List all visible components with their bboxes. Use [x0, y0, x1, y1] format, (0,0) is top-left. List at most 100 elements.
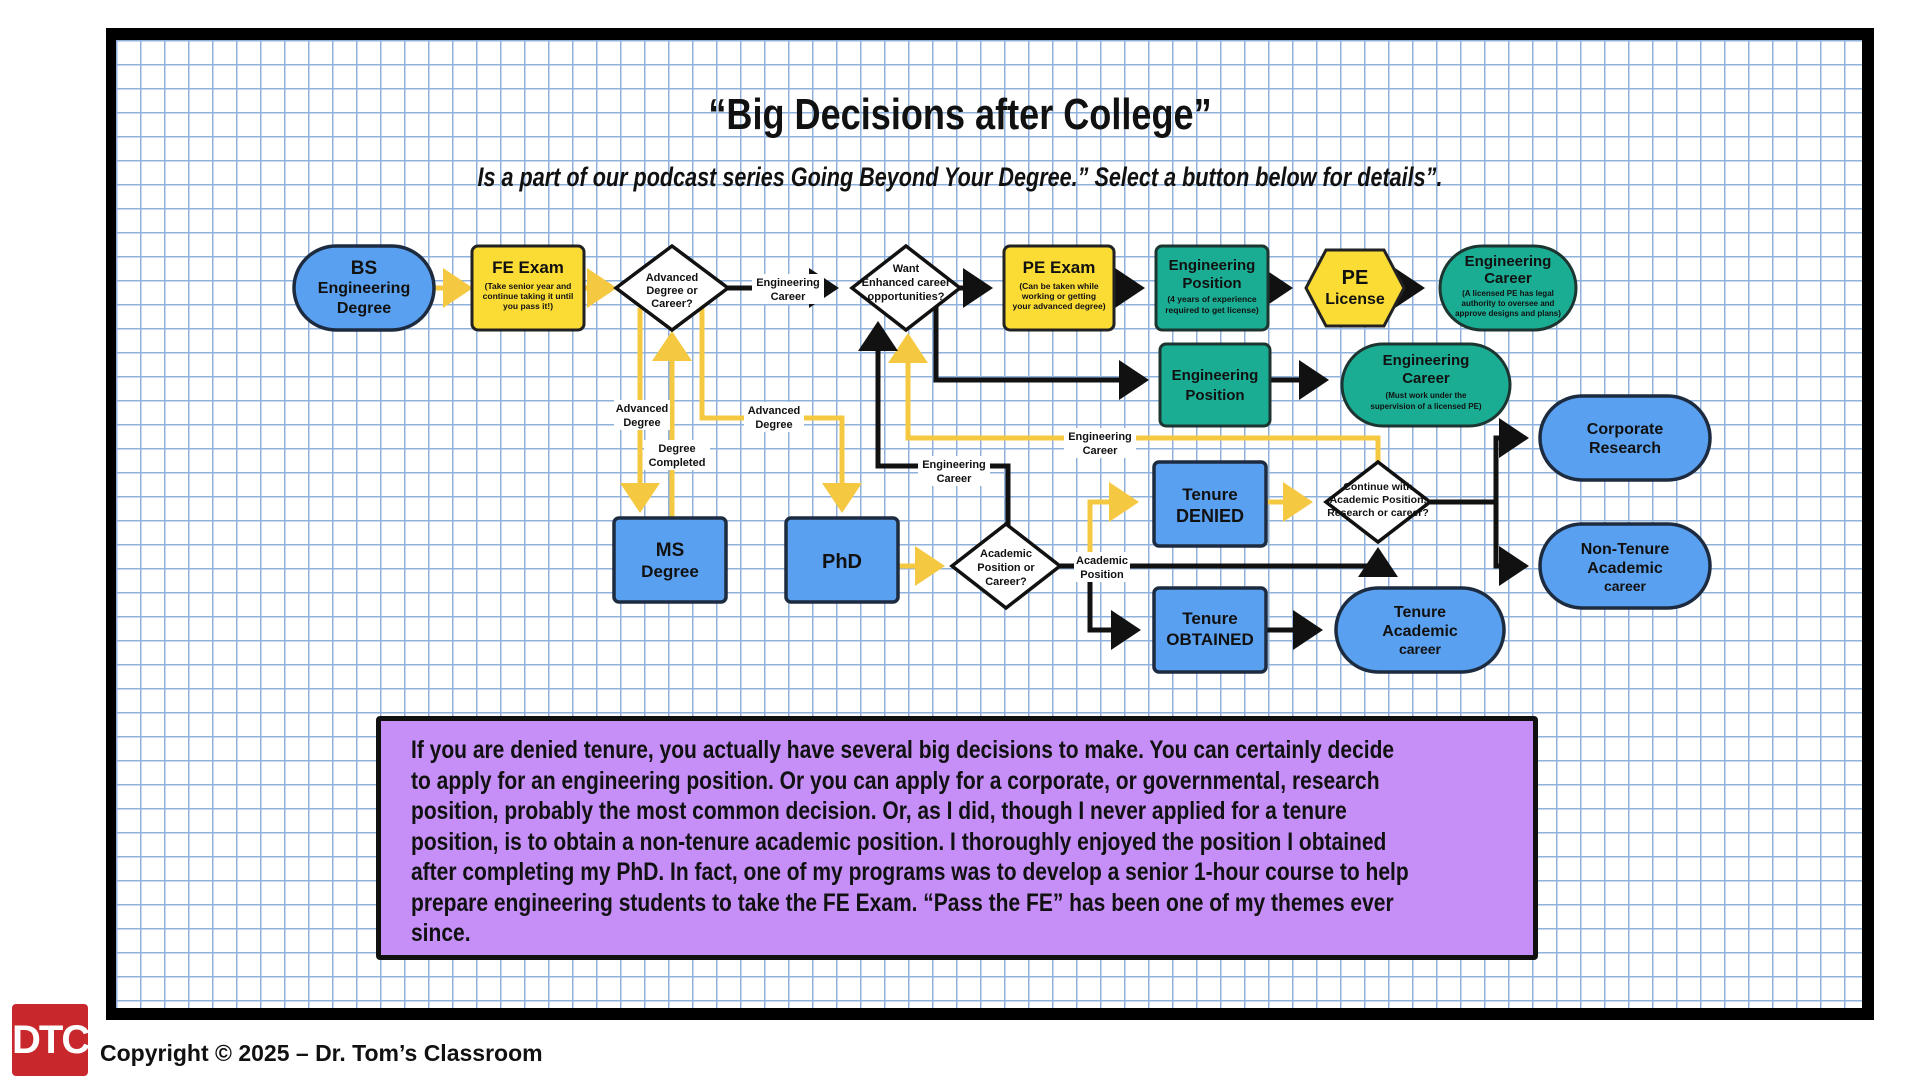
bs-degree-button[interactable]: BS Engineering Degree	[292, 244, 436, 332]
svg-text:Engineering: Engineering	[1465, 253, 1552, 270]
non-tenure-academic-button[interactable]: Non-Tenure Academic career	[1538, 522, 1712, 610]
svg-text:Research: Research	[1589, 440, 1661, 457]
logo-text: DTC	[12, 1018, 90, 1062]
svg-text:Engineering: Engineering	[1169, 257, 1256, 274]
engineering-position-top-button[interactable]: Engineering Position (4 years of experie…	[1154, 244, 1270, 332]
svg-text:Position: Position	[1185, 387, 1244, 404]
svg-text:Engineering: Engineering	[318, 280, 410, 297]
arrow-continue-to-enhanced	[888, 333, 1381, 462]
svg-text:Career: Career	[1402, 370, 1450, 387]
arrow-academic-to-continue	[1060, 547, 1398, 577]
ms-degree-button[interactable]: MS Degree	[612, 516, 728, 604]
svg-text:Career?: Career?	[651, 298, 693, 310]
svg-text:Continue with: Continue with	[1343, 481, 1412, 493]
page-subtitle: Is a part of our podcast series Going Be…	[477, 162, 1443, 192]
advanced-degree-decision[interactable]: Advanced Degree or Career?	[613, 243, 731, 333]
svg-text:Tenure: Tenure	[1182, 485, 1237, 504]
svg-text:required to get license): required to get license)	[1165, 305, 1259, 315]
svg-text:Academic Position,: Academic Position,	[1330, 494, 1427, 506]
svg-text:(A licensed PE has legal: (A licensed PE has legal	[1462, 289, 1554, 298]
svg-text:Position or: Position or	[977, 562, 1035, 574]
arrow-continue-to-nontenure	[1493, 502, 1529, 586]
svg-text:Want: Want	[893, 263, 920, 275]
svg-text:Research or career?: Research or career?	[1327, 507, 1429, 519]
svg-text:Degree or: Degree or	[646, 285, 698, 297]
svg-text:Non-Tenure: Non-Tenure	[1581, 541, 1670, 558]
engineering-career-mid-button[interactable]: Engineering Career (Must work under the …	[1340, 342, 1512, 428]
svg-text:(Must work under the: (Must work under the	[1386, 391, 1467, 400]
svg-text:DENIED: DENIED	[1176, 506, 1244, 526]
svg-text:supervision of a licensed PE): supervision of a licensed PE)	[1370, 402, 1481, 411]
svg-text:you pass it!): you pass it!)	[503, 301, 553, 311]
edge-label-degree-completed: Degree Completed	[644, 440, 710, 470]
svg-text:your advanced degree): your advanced degree)	[1012, 301, 1105, 311]
edge-label-eng-career-1: Engineering Career	[752, 274, 824, 304]
engineering-position-mid-button[interactable]: Engineering Position	[1158, 342, 1272, 428]
svg-text:authority to oversee and: authority to oversee and	[1462, 299, 1555, 308]
svg-text:(4 years of experience: (4 years of experience	[1167, 294, 1257, 304]
svg-text:(Take senior year and: (Take senior year and	[485, 281, 572, 291]
svg-text:Position: Position	[1182, 275, 1241, 292]
svg-text:Degree: Degree	[658, 443, 695, 455]
arrow-academic-to-denied	[1087, 482, 1139, 556]
svg-text:(Can be taken while: (Can be taken while	[1019, 281, 1099, 291]
svg-text:Advanced: Advanced	[646, 272, 699, 284]
svg-text:opportunities?: opportunities?	[868, 291, 945, 303]
svg-text:career: career	[1399, 641, 1442, 657]
edge-label-eng-career-3: Engineering Career	[918, 456, 990, 486]
svg-text:Tenure: Tenure	[1394, 604, 1446, 621]
engineering-career-top-button[interactable]: Engineering Career (A licensed PE has le…	[1438, 244, 1578, 332]
fe-exam-button[interactable]: FE Exam (Take senior year and continue t…	[470, 244, 586, 332]
svg-text:Degree: Degree	[755, 419, 792, 431]
svg-text:Career: Career	[1083, 445, 1119, 457]
svg-text:continue taking it until: continue taking it until	[483, 291, 574, 301]
svg-text:PE: PE	[1342, 267, 1369, 289]
svg-text:Engineering: Engineering	[1383, 352, 1470, 369]
edge-label-academic-position: Academic Position	[1074, 552, 1130, 582]
page-title: “Big Decisions after College”	[708, 90, 1212, 139]
svg-text:approve designs and plans): approve designs and plans)	[1455, 309, 1561, 318]
tenure-denied-button[interactable]: Tenure DENIED	[1152, 460, 1268, 548]
arrow-academic-to-obtained	[1087, 576, 1141, 650]
svg-text:working or getting: working or getting	[1021, 291, 1096, 301]
pe-license-button[interactable]: PE License	[1304, 248, 1406, 328]
svg-text:Academic: Academic	[1382, 623, 1458, 640]
svg-text:career: career	[1604, 578, 1647, 594]
svg-text:Enhanced career: Enhanced career	[862, 277, 951, 289]
enhanced-career-decision[interactable]: Want Enhanced career opportunities?	[849, 243, 963, 333]
svg-text:Career: Career	[771, 291, 807, 303]
svg-text:Completed: Completed	[649, 457, 706, 469]
svg-text:Career: Career	[937, 473, 973, 485]
svg-text:Engineering: Engineering	[1172, 367, 1259, 384]
svg-text:OBTAINED: OBTAINED	[1166, 630, 1254, 649]
svg-text:Academic: Academic	[1076, 555, 1128, 567]
copyright-text: Copyright © 2025 – Dr. Tom’s Classroom	[100, 1040, 543, 1066]
svg-text:Degree: Degree	[623, 417, 660, 429]
svg-text:Engineering: Engineering	[922, 459, 986, 471]
svg-text:Advanced: Advanced	[616, 403, 669, 415]
svg-text:PE Exam: PE Exam	[1023, 258, 1096, 277]
arrow-academic-to-enhanced	[858, 321, 1011, 528]
edge-label-advanced-degree-left: Advanced Degree	[614, 400, 670, 430]
description-box: If you are denied tenure, you actually h…	[376, 716, 1538, 960]
tenure-academic-career-button[interactable]: Tenure Academic career	[1334, 586, 1506, 674]
continue-decision[interactable]: Continue with Academic Position, Researc…	[1323, 459, 1433, 545]
svg-text:Career?: Career?	[985, 576, 1027, 588]
svg-text:Engineering: Engineering	[756, 277, 820, 289]
svg-text:MS: MS	[656, 540, 685, 561]
svg-text:Academic: Academic	[980, 548, 1032, 560]
svg-text:Advanced: Advanced	[748, 405, 801, 417]
svg-text:Corporate: Corporate	[1587, 421, 1664, 438]
svg-text:FE Exam: FE Exam	[492, 258, 564, 277]
edge-label-advanced-degree-right: Advanced Degree	[744, 402, 804, 432]
svg-text:Position: Position	[1080, 569, 1124, 581]
svg-text:Degree: Degree	[641, 562, 699, 581]
pe-exam-button[interactable]: PE Exam (Can be taken while working or g…	[1002, 244, 1116, 332]
svg-text:Academic: Academic	[1587, 560, 1663, 577]
tenure-obtained-button[interactable]: Tenure OBTAINED	[1152, 586, 1268, 674]
phd-button[interactable]: PhD	[784, 516, 900, 604]
svg-text:Engineering: Engineering	[1068, 431, 1132, 443]
corporate-research-button[interactable]: Corporate Research	[1538, 394, 1712, 482]
academic-position-decision[interactable]: Academic Position or Career?	[949, 521, 1063, 611]
